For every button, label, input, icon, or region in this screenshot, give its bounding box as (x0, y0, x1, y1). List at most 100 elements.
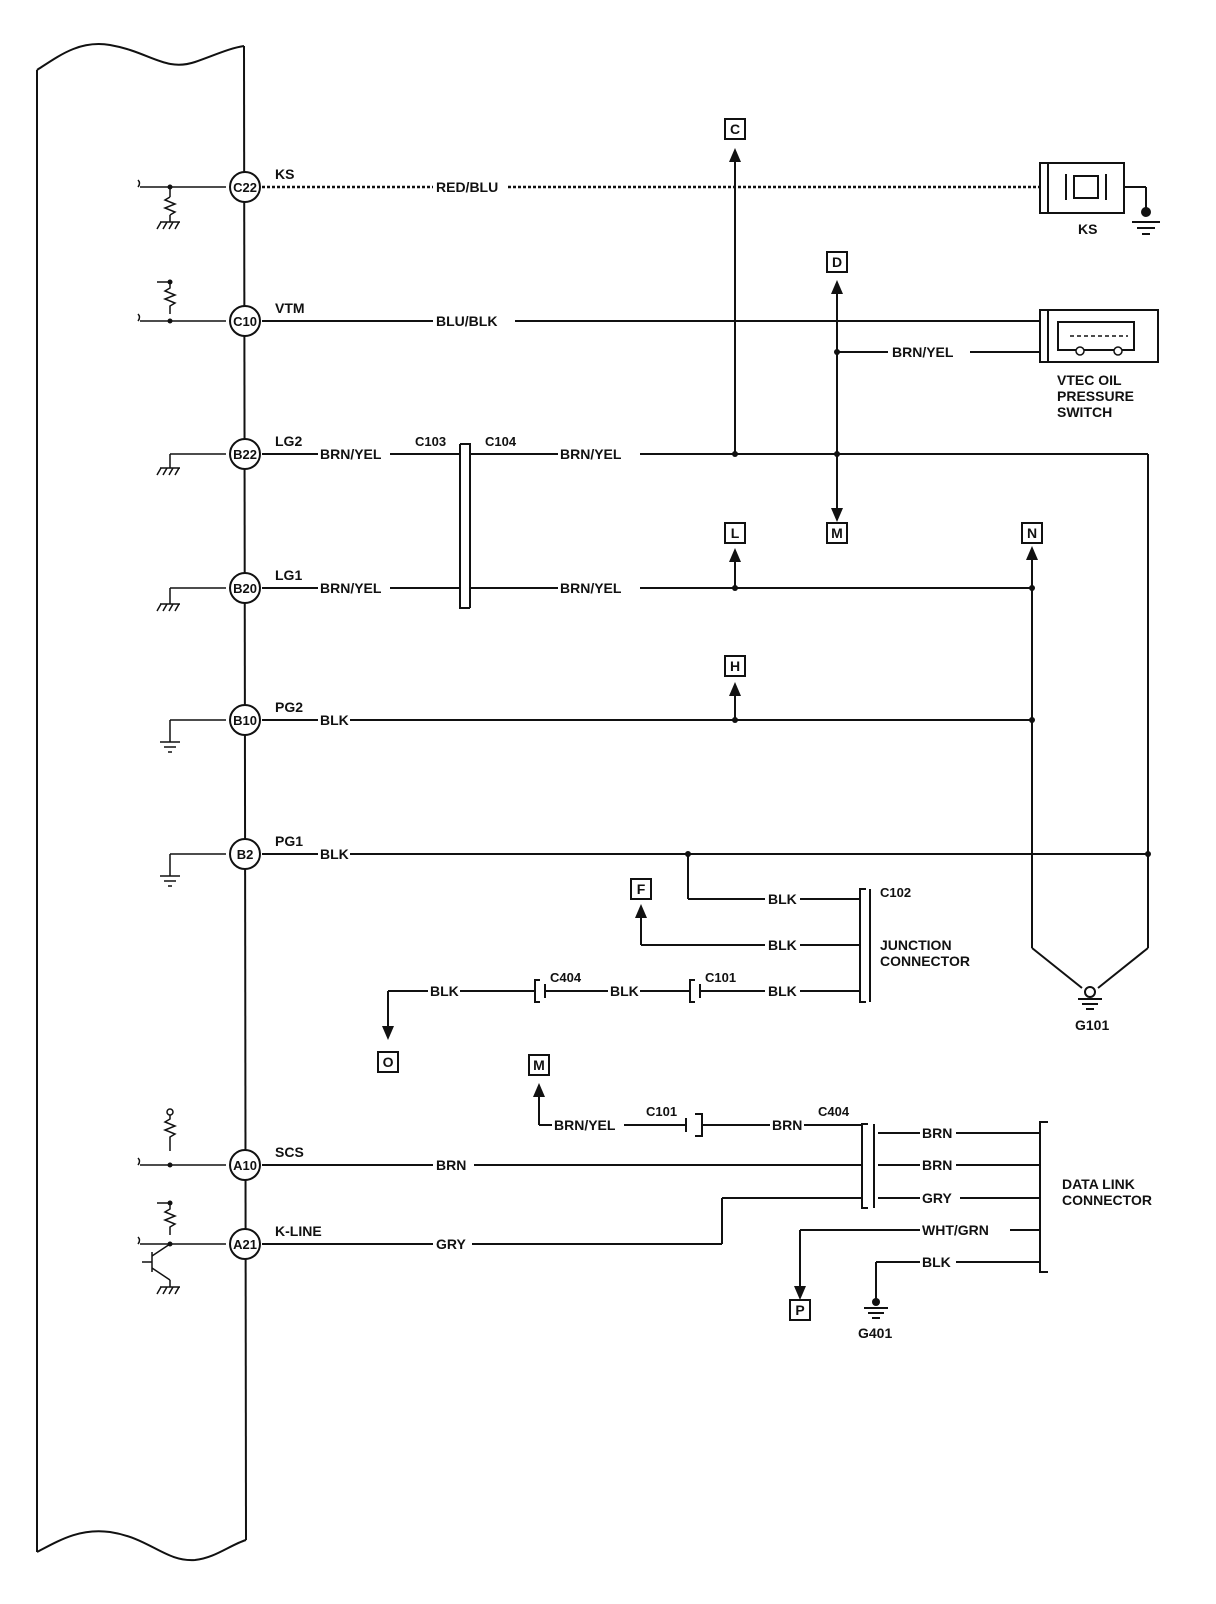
wire-lg1-right: BRN/YEL (560, 580, 622, 596)
wire-m-branch: BRN/YEL (554, 1117, 616, 1133)
pin-B22: B22 (229, 438, 261, 470)
signal-names: KS VTM LG2 LG1 PG2 PG1 SCS K-LINE (275, 166, 322, 1239)
ref-box-d[interactable]: D (826, 251, 848, 273)
svg-text:N: N (1027, 525, 1037, 541)
wire-pg2: BLK (320, 712, 349, 728)
ref-box-l[interactable]: L (724, 522, 746, 544)
ref-box-m-top[interactable]: M (826, 522, 848, 544)
vtec-oil-pressure-switch (1039, 309, 1159, 363)
ref-box-p[interactable]: P (789, 1299, 811, 1321)
splices (685, 349, 1151, 857)
pin-C22: C22 (229, 171, 261, 203)
label-jc-1: JUNCTION (880, 937, 952, 953)
pin-A21: A21 (229, 1228, 261, 1260)
label-g101: G101 (1075, 1017, 1109, 1033)
pin-A10: A10 (229, 1149, 261, 1181)
wire-kline: GRY (436, 1236, 466, 1252)
pin-B10: B10 (229, 704, 261, 736)
ground-g101 (1078, 986, 1102, 1010)
svg-text:P: P (795, 1302, 804, 1318)
signal-ks: KS (275, 166, 294, 182)
svg-text:F: F (637, 881, 646, 897)
signal-lg2: LG2 (275, 433, 302, 449)
label-vtec-3: SWITCH (1057, 404, 1112, 420)
wire-ks: RED/BLU (436, 179, 498, 195)
label-dlc-1: DATA LINK (1062, 1176, 1135, 1192)
label-jc-2: CONNECTOR (880, 953, 970, 969)
pin-id: B22 (233, 447, 257, 462)
svg-text:M: M (831, 525, 843, 541)
wire-dlc-4: WHT/GRN (922, 1222, 989, 1238)
label-c102: C102 (880, 885, 911, 900)
pin-B20: B20 (229, 572, 261, 604)
svg-text:O: O (383, 1054, 394, 1070)
ref-box-f[interactable]: F (630, 878, 652, 900)
wire-jc-mid: BLK (768, 937, 797, 953)
label-c101-a: C101 (705, 970, 736, 985)
wire-jc-top: BLK (768, 891, 797, 907)
inline-connectors-lower (685, 1113, 875, 1209)
signal-scs: SCS (275, 1144, 304, 1160)
wire-lg2-left: BRN/YEL (320, 446, 382, 462)
label-dlc-2: CONNECTOR (1062, 1192, 1152, 1208)
pin-id: A21 (233, 1237, 257, 1252)
wire-vtec-branch: BRN/YEL (892, 344, 954, 360)
ref-box-n[interactable]: N (1021, 522, 1043, 544)
wire-lg2-right: BRN/YEL (560, 446, 622, 462)
label-vtec-1: VTEC OIL (1057, 372, 1122, 388)
wire-dlc-5: BLK (922, 1254, 951, 1270)
ref-box-m-bottom[interactable]: M (528, 1054, 550, 1076)
ref-box-h[interactable]: H (724, 655, 746, 677)
label-c103: C103 (415, 434, 446, 449)
ecm-internal-circuits (137, 179, 226, 1295)
wire-jc-bot: BLK (768, 983, 797, 999)
svg-text:H: H (730, 658, 740, 674)
svg-text:C: C (730, 121, 740, 137)
pin-id: C10 (233, 314, 257, 329)
pin-C10: C10 (229, 305, 261, 337)
wire-dlc-2: BRN (922, 1157, 952, 1173)
arrowheads (382, 148, 1038, 1300)
ground-g401 (864, 1298, 888, 1319)
wire-o-branch: BLK (430, 983, 459, 999)
signal-lg1: LG1 (275, 567, 302, 583)
pin-B2: B2 (229, 838, 261, 870)
pin-id: B20 (233, 581, 257, 596)
label-c104: C104 (485, 434, 517, 449)
label-c404-b: C404 (818, 1104, 850, 1119)
ref-box-o[interactable]: O (377, 1051, 399, 1073)
ref-box-c[interactable]: C (724, 118, 746, 140)
signal-pg2: PG2 (275, 699, 303, 715)
wire-vtm: BLU/BLK (436, 313, 497, 329)
pin-id: B2 (237, 847, 254, 862)
svg-text:L: L (731, 525, 740, 541)
wire-dlc-3: GRY (922, 1190, 952, 1206)
label-g401: G401 (858, 1325, 892, 1341)
connector-c103-c104 (459, 443, 471, 609)
label-c404-a: C404 (550, 970, 582, 985)
connector-labels: C103 C104 C102 C404 C101 C101 C404 (415, 434, 911, 1119)
wire-c404-mid: BLK (610, 983, 639, 999)
pin-id: A10 (233, 1158, 257, 1173)
pin-id: C22 (233, 180, 257, 195)
ecm-outline (36, 43, 247, 1562)
wire-dlc-1: BRN (922, 1125, 952, 1141)
signal-pg1: PG1 (275, 833, 303, 849)
wires (262, 160, 1149, 1300)
signal-kline: K-LINE (275, 1223, 322, 1239)
label-c101-b: C101 (646, 1104, 677, 1119)
label-vtec-2: PRESSURE (1057, 388, 1134, 404)
wire-scs: BRN (436, 1157, 466, 1173)
svg-text:M: M (533, 1057, 545, 1073)
pin-id: B10 (233, 713, 257, 728)
knock-sensor (1039, 162, 1160, 235)
data-link-connector (1039, 1121, 1048, 1273)
junction-connector-c102 (859, 888, 871, 1003)
wire-pg1: BLK (320, 846, 349, 862)
wire-labels: RED/BLU BLU/BLK BRN/YEL BRN/YEL BRN/YEL … (320, 179, 989, 1270)
svg-text:D: D (832, 254, 842, 270)
wire-lg1-left: BRN/YEL (320, 580, 382, 596)
label-ks-sensor: KS (1078, 221, 1097, 237)
component-labels: KS VTEC OIL PRESSURE SWITCH JUNCTION CON… (858, 221, 1152, 1341)
